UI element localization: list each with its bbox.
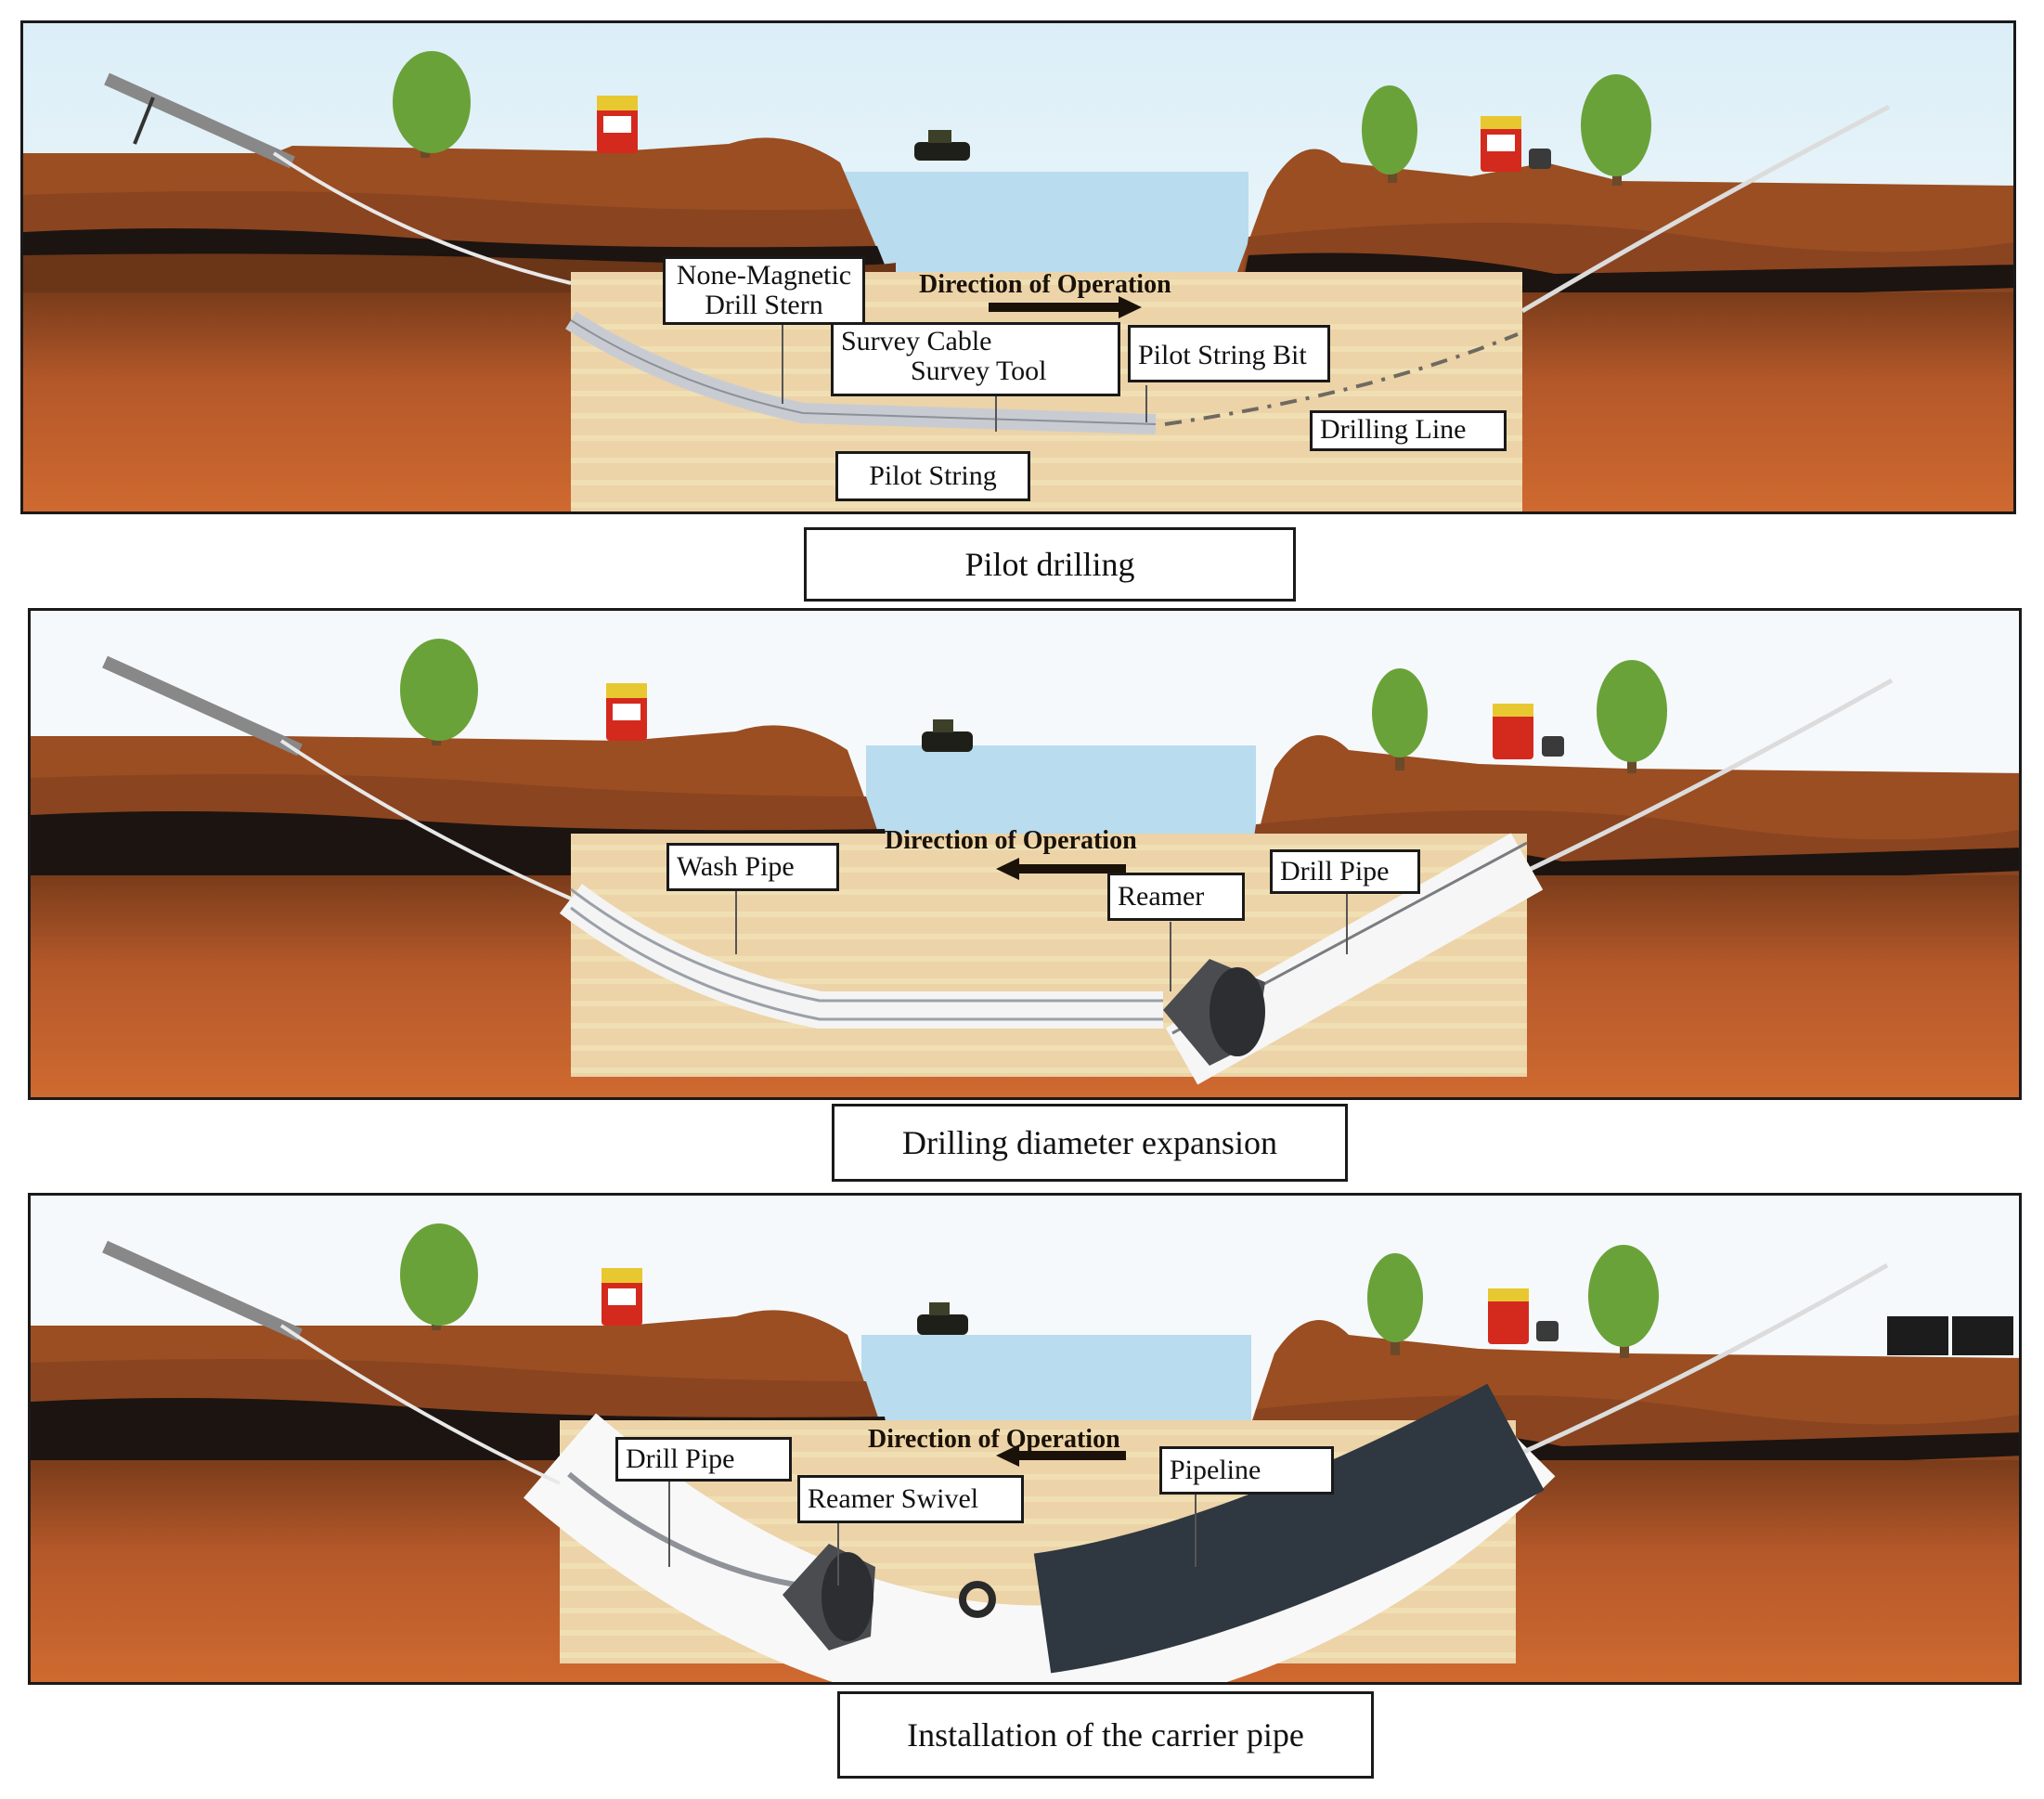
- car-icon: [1536, 1321, 1559, 1341]
- arrow-left-icon: [996, 1444, 1019, 1467]
- truck-icon: [1488, 1288, 1529, 1344]
- tree-icon: [1367, 1253, 1423, 1355]
- boat-icon: [914, 130, 970, 161]
- truck-icon: [602, 1268, 642, 1326]
- drill-rig: [102, 1240, 303, 1341]
- tree-icon: [1372, 668, 1428, 770]
- tree-icon: [400, 1223, 478, 1330]
- reamer-icon: [783, 1544, 875, 1650]
- drill-pipe-label: Drill Pipe: [615, 1437, 792, 1482]
- reamer-swivel-label: Reamer Swivel: [797, 1475, 1024, 1523]
- truck-icon: [606, 683, 647, 741]
- pilot-string-label: Pilot String: [835, 451, 1030, 501]
- planned-drilling-path: [1164, 332, 1519, 426]
- pilot-string-bit-label: Pilot String Bit: [1128, 325, 1330, 382]
- carrier-pipeline: [1033, 1383, 1545, 1674]
- pilot-drilling-scene: [23, 23, 2013, 511]
- car-icon: [1529, 149, 1551, 169]
- boat-icon: [922, 719, 973, 752]
- wash-pipe-label: Wash Pipe: [666, 843, 839, 891]
- tree-icon: [1588, 1245, 1659, 1358]
- car-icon: [1542, 736, 1564, 757]
- drill-rig: [104, 72, 295, 169]
- caption-drilling-diameter-expansion: Drilling diameter expansion: [832, 1104, 1348, 1182]
- survey-cable-tool-label: Survey Cable Survey Tool: [831, 322, 1120, 396]
- arrow-right-icon: [1119, 296, 1142, 318]
- direction-of-operation-label: Direction of Operation: [919, 270, 1171, 299]
- tree-icon: [393, 51, 471, 158]
- diameter-expansion-scene: [31, 611, 2019, 1097]
- reamer-icon: [1163, 959, 1265, 1066]
- caption-pilot-drilling: Pilot drilling: [804, 527, 1296, 602]
- stage-pilot-drilling-panel: Direction of Operation None-Magnetic Dri…: [20, 20, 2016, 514]
- tree-icon: [1362, 85, 1417, 183]
- stage-diameter-expansion-panel: Direction of Operation Wash Pipe Reamer …: [28, 608, 2022, 1100]
- drilling-line-label: Drilling Line: [1310, 410, 1507, 451]
- swivel-icon: [959, 1581, 996, 1618]
- carrier-pipe-installation-scene: [31, 1196, 2019, 1682]
- tree-icon: [400, 639, 478, 745]
- pipeline-label: Pipeline: [1159, 1446, 1334, 1495]
- drill-pipe-label: Drill Pipe: [1270, 849, 1420, 894]
- drill-rig: [102, 655, 303, 757]
- tree-icon: [1581, 74, 1651, 186]
- direction-of-operation-label: Direction of Operation: [868, 1425, 1120, 1454]
- reamer-label: Reamer: [1107, 873, 1245, 921]
- truck-icon: [1481, 116, 1521, 172]
- stage-carrier-pipe-installation-panel: Direction of Operation Drill Pipe Reamer…: [28, 1193, 2022, 1685]
- truck-icon: [597, 96, 638, 153]
- caption-installation-carrier-pipe: Installation of the carrier pipe: [837, 1691, 1374, 1779]
- direction-of-operation-label: Direction of Operation: [885, 826, 1137, 855]
- arrow-left-icon: [996, 858, 1019, 880]
- tree-icon: [1597, 660, 1667, 773]
- none-magnetic-drill-stern-label: None-Magnetic Drill Stern: [663, 256, 865, 325]
- pipe-stack-icon: [1887, 1316, 2013, 1355]
- boat-icon: [917, 1302, 968, 1335]
- truck-icon: [1493, 704, 1533, 759]
